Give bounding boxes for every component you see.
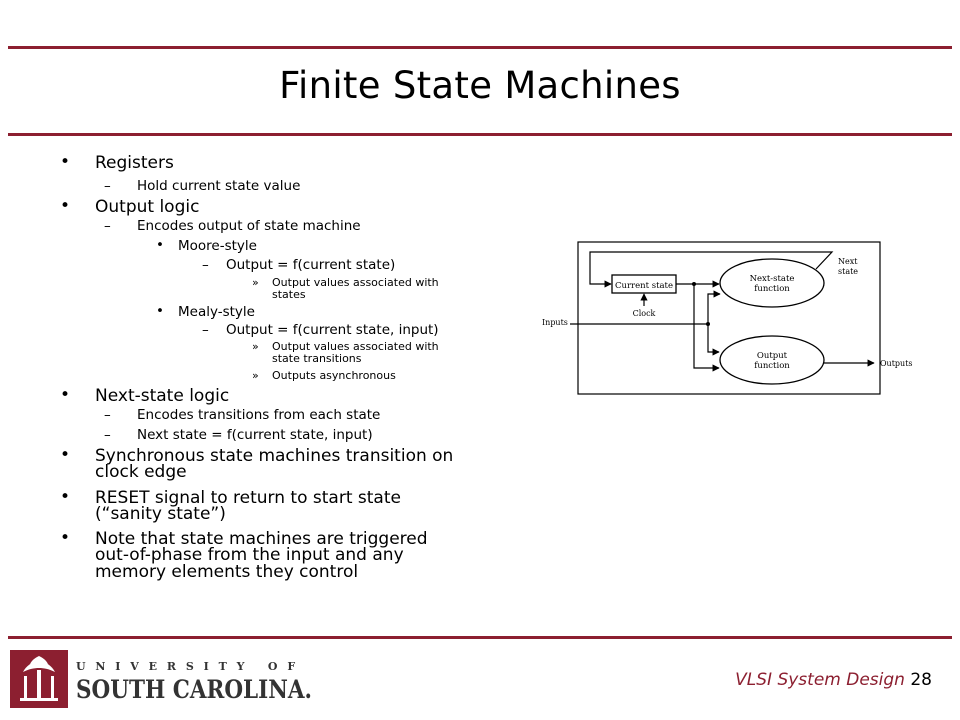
bullet-synchronous-cont: clock edge <box>95 462 187 482</box>
inputs-label: Inputs <box>542 318 568 327</box>
output-function <box>719 335 825 385</box>
sub-next-state-1: –Encodes transitions from each state <box>104 407 381 423</box>
bottom-rule <box>8 636 952 639</box>
slide-title: Finite State Machines <box>279 64 681 107</box>
next-state-function-label-2: function <box>754 284 790 294</box>
moore-note: »Output values associated with <box>252 276 439 289</box>
output-function-label-2: function <box>754 361 790 371</box>
item-moore: •Moore-style <box>156 237 257 254</box>
output-function-label: Output <box>757 351 788 361</box>
bullet-registers: •Registers <box>60 152 174 173</box>
sub-output-logic: –Encodes output of state machine <box>104 218 361 234</box>
bullet-synchronous: •Synchronous state machines transition o… <box>60 445 454 466</box>
clock-label: Clock <box>633 309 656 318</box>
fsm-diagram: Current state Next-state function Output… <box>542 241 913 395</box>
logo-line-2: SOUTH CAROLINA. <box>76 675 312 704</box>
item-mealy: •Mealy-style <box>156 303 255 320</box>
mealy-note: »Output values associated with <box>252 340 439 353</box>
next-state-function-label: Next-state <box>750 274 795 284</box>
inputs-to-nextfn <box>707 290 721 324</box>
mealy-note-cont: state transitions <box>272 352 362 365</box>
moore-equation: –Output = f(current state) <box>202 257 396 273</box>
next-state-feedback <box>589 251 834 288</box>
footer: VLSI System Design 28 <box>735 670 932 690</box>
logo-line-1: U N I V E R S I T Y O F <box>76 660 298 673</box>
inputs-to-outfn <box>707 324 720 356</box>
sub-registers: –Hold current state value <box>104 178 301 194</box>
current-state-label: Current state <box>615 281 673 291</box>
mealy-note-async: »Outputs asynchronous <box>252 369 396 382</box>
bullet-note: •Note that state machines are triggered <box>60 528 428 549</box>
course-name: VLSI System Design <box>735 670 905 690</box>
moore-note-cont: states <box>272 288 306 301</box>
university-logo: U N I V E R S I T Y O F SOUTH CAROLINA. <box>10 650 312 708</box>
bullet-next-state: •Next-state logic <box>60 385 230 406</box>
diagram-frame <box>577 241 881 395</box>
top-rule <box>8 46 952 49</box>
next-state-function <box>719 258 825 308</box>
outputs-label: Outputs <box>880 359 913 368</box>
palmetto-tree-icon <box>20 656 58 701</box>
bullet-output-logic: •Output logic <box>60 196 200 217</box>
bullet-note-cont-2: memory elements they control <box>95 562 359 582</box>
title-rule <box>8 133 952 136</box>
mealy-equation: –Output = f(current state, input) <box>202 322 439 338</box>
next-state-label: Next <box>838 257 858 266</box>
page-number: 28 <box>910 670 932 690</box>
bullet-note-cont-1: out-of-phase from the input and any <box>95 545 404 565</box>
next-state-label-2: state <box>838 267 858 276</box>
bullet-reset-cont: (“sanity state”) <box>95 504 226 524</box>
state-to-outfn <box>693 284 720 372</box>
bullet-reset: •RESET signal to return to start state <box>60 487 401 508</box>
sub-next-state-2: –Next state = f(current state, input) <box>104 427 373 443</box>
